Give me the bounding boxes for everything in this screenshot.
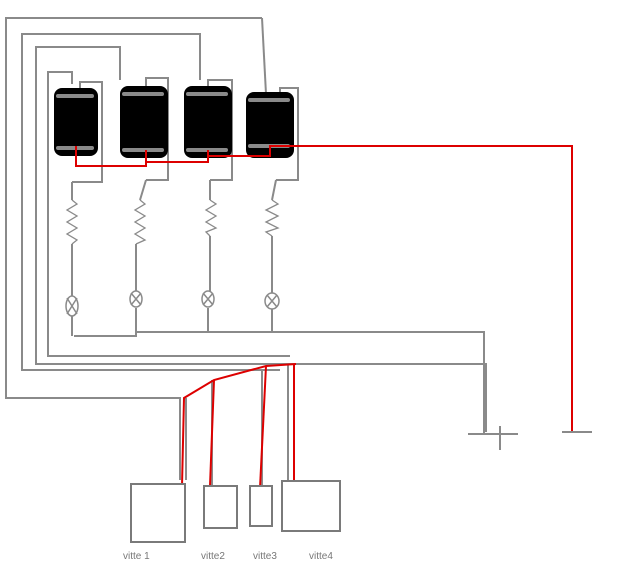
red-wiring <box>75 145 573 489</box>
stub-switch2 <box>145 77 169 181</box>
vitte-boxes <box>130 480 341 543</box>
switch-3-body <box>184 86 232 158</box>
resistor-4 <box>264 199 280 237</box>
vitte1-box <box>130 483 186 543</box>
lamp-4-cross <box>266 294 278 308</box>
lamp-1 <box>65 295 79 317</box>
wire-loop-switch2 <box>35 46 300 365</box>
label-vitte3: vitte3 <box>253 551 277 562</box>
ground-bus <box>280 363 487 432</box>
switch-2 <box>120 86 168 158</box>
switch-4-body <box>246 92 294 158</box>
wire-outer-switch4 <box>5 17 262 480</box>
switch-1 <box>54 88 98 156</box>
label-vitte2: vitte2 <box>201 551 225 562</box>
lamp-2 <box>129 290 143 308</box>
vitte2-box <box>203 485 238 529</box>
red-to-vitte3 <box>259 365 267 489</box>
switch-3 <box>184 86 232 158</box>
switch-1-body <box>54 88 98 156</box>
red-switch-bus <box>75 145 288 167</box>
wire-switch4-top <box>261 17 267 95</box>
vitte4-box <box>281 480 341 532</box>
switch-4 <box>246 92 294 158</box>
drop-4 <box>271 179 277 201</box>
wire-loop-switch1 <box>47 71 290 357</box>
resistors <box>65 199 280 245</box>
resistor-1 <box>65 199 79 245</box>
vitte3-box <box>249 485 273 527</box>
lamp-4 <box>264 292 280 310</box>
label-vitte1: vitte 1 <box>123 551 150 562</box>
resistor-3 <box>204 199 218 237</box>
lamp-bus <box>74 331 485 434</box>
stub-switch4 <box>276 87 299 181</box>
red-to-vitte1 <box>181 363 297 487</box>
lamp-1-cross <box>66 297 78 315</box>
wire-loop-switch3 <box>21 33 280 371</box>
red-to-ground <box>288 145 573 432</box>
lamps <box>65 290 280 317</box>
gray-wiring <box>5 17 518 486</box>
lamp-2-cross <box>130 292 142 306</box>
label-vitte4: vitte4 <box>309 551 333 562</box>
labels: vitte 1 vitte2 vitte3 vitte4 <box>123 551 333 562</box>
resistor-2 <box>133 199 147 245</box>
stub-switch1 <box>72 81 103 183</box>
switch-2-body <box>120 86 168 158</box>
lamp-3 <box>201 290 215 308</box>
lamp-3-cross <box>202 292 214 306</box>
drop-2 <box>139 179 147 201</box>
switches <box>54 86 294 158</box>
ground-symbol <box>468 426 518 450</box>
stub-switch3 <box>207 79 233 181</box>
red-to-vitte2 <box>209 379 215 487</box>
